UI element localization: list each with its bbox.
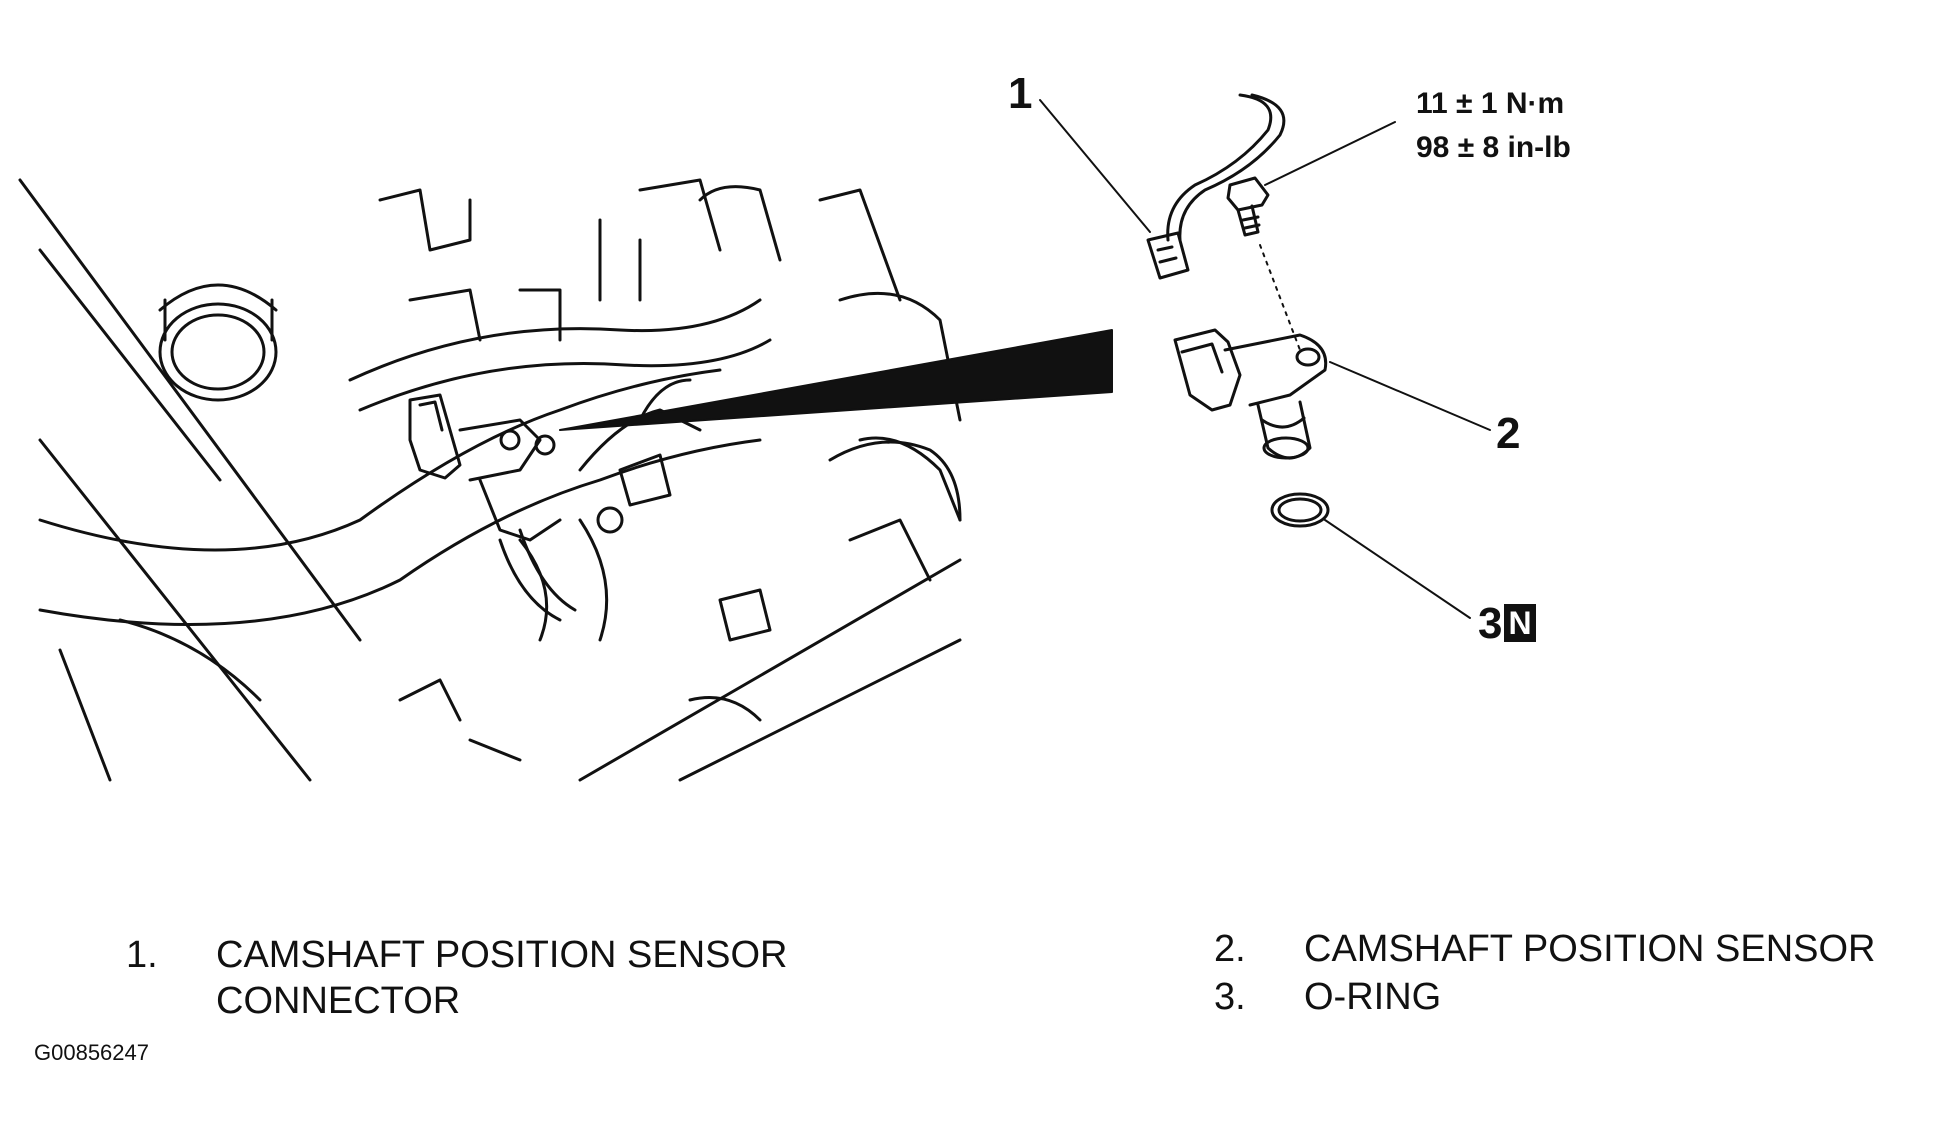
leader-torque	[1264, 121, 1396, 186]
legend-text: CAMSHAFT POSITION SENSOR	[1304, 928, 1876, 970]
zoom-wedge	[559, 329, 1113, 431]
torque-metric: 11 ± 1 N·m	[1416, 87, 1565, 120]
exploded-view	[1039, 93, 1491, 619]
callout-3-label: 3	[1478, 599, 1503, 648]
torque-imperial: 98 ± 8 in-lb	[1416, 131, 1571, 164]
legend-text: CAMSHAFT POSITION SENSOR CONNECTOR	[216, 932, 787, 1024]
o-ring-shape	[1270, 492, 1330, 528]
callout-2-label: 2	[1496, 409, 1521, 458]
connector-shape	[1146, 231, 1190, 280]
new-part-badge: N	[1504, 604, 1536, 642]
legend-item-3: 3. O-RING	[1214, 974, 1934, 1024]
legend-item-2: 2. CAMSHAFT POSITION SENSOR	[1214, 926, 1934, 976]
legend-index: 2.	[1214, 928, 1246, 970]
legend-text: O-RING	[1304, 976, 1442, 1018]
engine-bay-illustration	[18, 178, 962, 782]
leader-3	[1324, 519, 1471, 619]
legend-line: CONNECTOR	[216, 980, 461, 1022]
callout-1-label: 1	[1008, 69, 1033, 118]
sensor-shape	[1173, 328, 1328, 460]
leader-1	[1039, 99, 1151, 233]
legend-line: CAMSHAFT POSITION SENSOR	[216, 934, 788, 976]
torque-spec: 11 ± 1 N·m 98 ± 8 in-lb	[1416, 82, 1571, 170]
bolt-shape	[1226, 176, 1301, 351]
legend-item-1: 1. CAMSHAFT POSITION SENSOR CONNECTOR	[126, 932, 846, 1032]
figure-id: G00856247	[34, 1040, 149, 1065]
leader-2	[1329, 361, 1491, 431]
legend-index: 3.	[1214, 976, 1246, 1018]
legend-index: 1.	[126, 934, 158, 976]
